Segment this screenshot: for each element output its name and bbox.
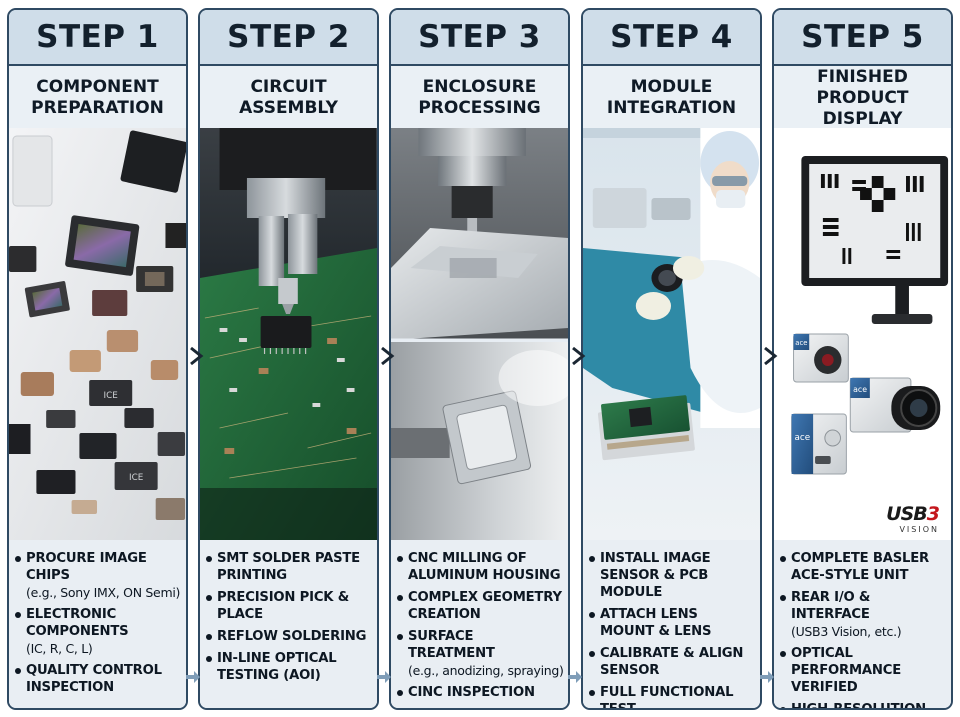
step-title-line: COMPONENT xyxy=(36,77,159,97)
chevron-right-icon xyxy=(760,345,782,367)
step-title: FINISHED PRODUCT DISPLAY xyxy=(774,66,951,130)
bullet-item: OPTICAL PERFORMANCE VERIFIED xyxy=(780,645,947,696)
step-title: ENCLOSURE PROCESSING xyxy=(391,66,568,130)
bullet-item: INSTALL IMAGE SENSOR & PCB MODULE xyxy=(589,550,756,601)
arrow-right-icon xyxy=(568,671,582,683)
bullet-text: CNC MILLING OF ALUMINUM HOUSING xyxy=(408,551,561,583)
logo-text-c: 3 xyxy=(926,503,940,525)
bullet-item: REAR I/O & INTERFACE (USB3 Vision, etc.) xyxy=(780,589,947,640)
bullet-item: CALIBRATE & ALIGN SENSOR xyxy=(589,645,756,679)
step-title-line: PREPARATION xyxy=(31,98,164,118)
arrow-right-icon xyxy=(760,671,774,683)
step-title-line: CIRCUIT xyxy=(250,77,327,97)
step-title-line: INTEGRATION xyxy=(606,98,737,118)
arrow-right-icon xyxy=(186,671,200,683)
bullet-text: PRECISION PICK & PLACE xyxy=(217,590,350,622)
step-panel-4: STEP 4 MODULE INTEGRATION xyxy=(581,8,762,710)
chevron-right-icon xyxy=(186,345,208,367)
bullet-item: FULL FUNCTIONAL TEST xyxy=(589,684,756,710)
components-photo: ICE ICE xyxy=(9,128,186,540)
bullet-text: PROCURE IMAGE CHIPS xyxy=(26,551,147,583)
logo-text-a: US xyxy=(886,503,914,525)
step-panel-2: STEP 2 CIRCUIT ASSEMBLY xyxy=(198,8,379,710)
bullet-item: CNC MILLING OF ALUMINUM HOUSING xyxy=(397,550,564,584)
bullet-item: IN-LINE OPTICAL TESTING (AOI) xyxy=(206,650,373,684)
logo-subtext: VISION xyxy=(899,525,939,534)
bullet-text: CINC INSPECTION xyxy=(408,685,535,700)
bullet-text: CALIBRATE & ALIGN SENSOR xyxy=(600,646,744,678)
step-label: STEP 1 xyxy=(9,10,186,66)
chip-marking: ICE xyxy=(104,391,119,401)
bullet-list: COMPLETE BASLER ACE-STYLE UNIT REAR I/O … xyxy=(774,540,951,708)
chevron-right-icon xyxy=(568,345,590,367)
step-label: STEP 2 xyxy=(200,10,377,66)
bullet-text: REAR I/O & INTERFACE xyxy=(791,590,871,622)
chevron-right-icon xyxy=(377,345,399,367)
bullet-item: ATTACH LENS MOUNT & LENS xyxy=(589,606,756,640)
step-title-line: FINISHED xyxy=(817,66,908,87)
bullet-item: SMT SOLDER PASTE PRINTING xyxy=(206,550,373,584)
step-label: STEP 5 xyxy=(774,10,951,66)
bullet-subtext: (e.g., anodizing, spraying) xyxy=(408,663,564,678)
bullet-list: INSTALL IMAGE SENSOR & PCB MODULE ATTACH… xyxy=(583,540,760,708)
bullet-item: COMPLETE BASLER ACE-STYLE UNIT xyxy=(780,550,947,584)
bullet-text: INSTALL IMAGE SENSOR & PCB MODULE xyxy=(600,551,711,600)
cleanroom-integration-photo xyxy=(583,128,760,540)
bullet-text: REFLOW SOLDERING xyxy=(217,629,367,644)
bullet-text: SURFACE TREATMENT xyxy=(408,629,495,661)
bullet-text: IN-LINE OPTICAL TESTING (AOI) xyxy=(217,651,337,683)
step-panel-5: STEP 5 FINISHED PRODUCT DISPLAY xyxy=(772,8,953,710)
bullet-item: QUALITY CONTROL INSPECTION xyxy=(15,662,182,696)
bullet-text: COMPLEX GEOMETRY CREATION xyxy=(408,590,562,622)
step-title: MODULE INTEGRATION xyxy=(583,66,760,130)
bullet-subtext: (IC, R, C, L) xyxy=(26,641,93,656)
chip-marking: ICE xyxy=(129,473,144,483)
step-title-line: PRODUCT DISPLAY xyxy=(816,87,909,129)
bullet-item: REFLOW SOLDERING xyxy=(206,628,373,645)
bullet-list: PROCURE IMAGE CHIPS (e.g., Sony IMX, ON … xyxy=(9,540,186,708)
camera-badge: ace xyxy=(795,433,811,443)
step-title-line: MODULE xyxy=(630,77,713,97)
bullet-list: CNC MILLING OF ALUMINUM HOUSING COMPLEX … xyxy=(391,540,568,708)
bullet-item: ELECTRONIC COMPONENTS (IC, R, C, L) xyxy=(15,606,182,657)
bullet-text: OPTICAL PERFORMANCE VERIFIED xyxy=(791,646,902,695)
bullet-text: FULL FUNCTIONAL TEST xyxy=(600,685,734,710)
bullet-item: PRECISION PICK & PLACE xyxy=(206,589,373,623)
bullet-text: SMT SOLDER PASTE PRINTING xyxy=(217,551,360,583)
bullet-subtext: (USB3 Vision, etc.) xyxy=(791,624,902,639)
bullet-text: ELECTRONIC COMPONENTS xyxy=(26,607,129,639)
pick-and-place-photo xyxy=(200,128,377,540)
camera-badge: ace xyxy=(853,385,867,394)
step-title: CIRCUIT ASSEMBLY xyxy=(200,66,377,130)
step-label: STEP 4 xyxy=(583,10,760,66)
step-panel-3: STEP 3 ENCLOSURE PROCESSING xyxy=(389,8,570,710)
step-label: STEP 3 xyxy=(391,10,568,66)
bullet-item: HIGH-RESOLUTION IMAGING DISPLAY xyxy=(780,701,947,710)
bullet-subtext: (e.g., Sony IMX, ON Semi) xyxy=(26,585,181,600)
camera-badge: ace xyxy=(795,339,807,347)
bullet-text: QUALITY CONTROL INSPECTION xyxy=(26,663,162,695)
step-title-line: ENCLOSURE xyxy=(422,77,537,97)
bullet-item: CINC INSPECTION xyxy=(397,684,564,701)
bullet-text: COMPLETE BASLER ACE-STYLE UNIT xyxy=(791,551,930,583)
step-panel-1: STEP 1 COMPONENT PREPARATION xyxy=(7,8,188,710)
bullet-list: SMT SOLDER PASTE PRINTING PRECISION PICK… xyxy=(200,540,377,708)
cnc-machining-photo xyxy=(391,128,568,540)
step-title-line: PROCESSING xyxy=(418,98,541,118)
bullet-text: HIGH-RESOLUTION IMAGING DISPLAY xyxy=(791,702,926,710)
finished-product-photo: ace ace ace USB3 VISION xyxy=(774,128,951,540)
step-title: COMPONENT PREPARATION xyxy=(9,66,186,130)
step-title-line: ASSEMBLY xyxy=(239,98,338,118)
usb3-vision-logo: USB3 VISION xyxy=(886,503,940,534)
logo-text-b: B xyxy=(913,503,928,525)
bullet-item: COMPLEX GEOMETRY CREATION xyxy=(397,589,564,623)
arrow-right-icon xyxy=(377,671,391,683)
bullet-item: SURFACE TREATMENT (e.g., anodizing, spra… xyxy=(397,628,564,679)
bullet-item: PROCURE IMAGE CHIPS (e.g., Sony IMX, ON … xyxy=(15,550,182,601)
bullet-text: ATTACH LENS MOUNT & LENS xyxy=(600,607,712,639)
